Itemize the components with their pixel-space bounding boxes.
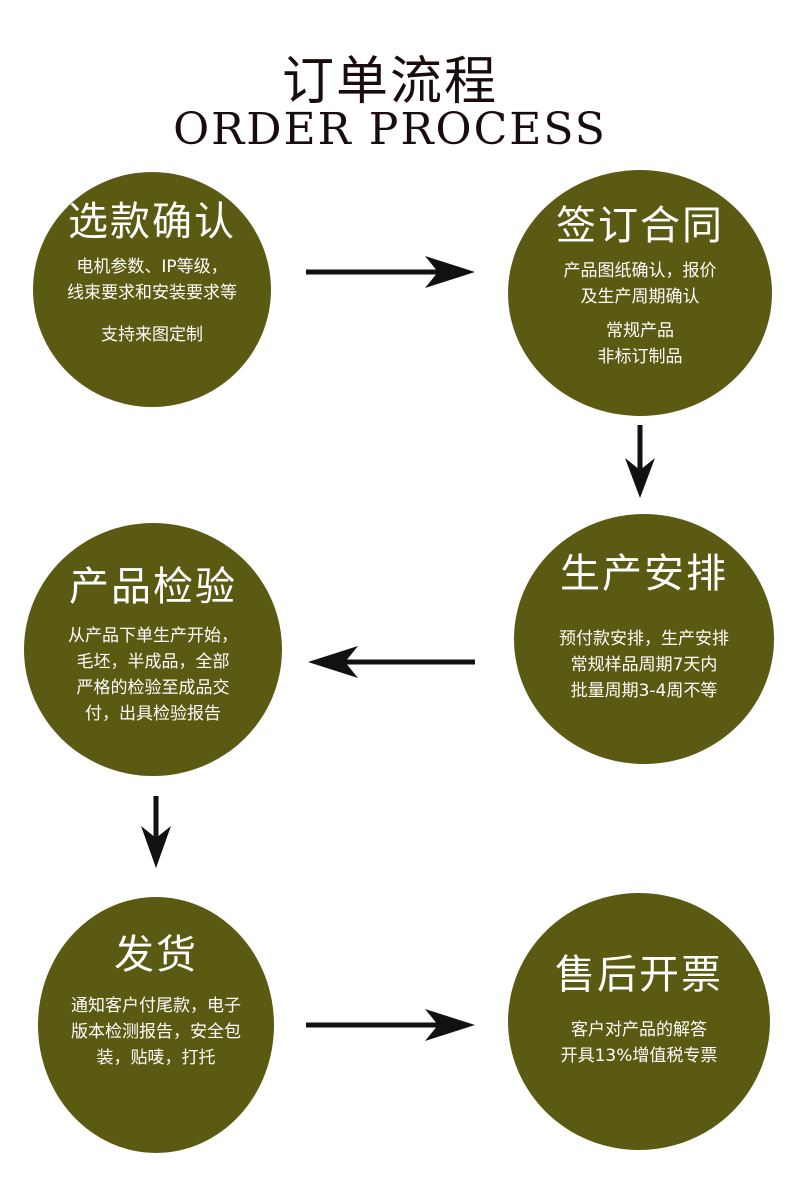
step-line: 从产品下单生产开始， xyxy=(68,626,238,646)
arrow-right-icon xyxy=(306,1009,475,1041)
step-line: 预付款安排，生产安排 xyxy=(559,629,729,649)
step-title: 选款确认 xyxy=(68,199,236,245)
step-line: 及生产周期确认 xyxy=(580,287,700,307)
step-line: 批量周期3-4周不等 xyxy=(570,681,718,701)
step-line: 常规产品 xyxy=(606,321,674,341)
arrow-down-icon xyxy=(141,796,171,868)
step-line: 装，贴唛，打托 xyxy=(96,1048,216,1068)
step-line: 版本检测报告，安全包 xyxy=(71,1022,241,1042)
step-description: 产品图纸确认，报价 及生产周期确认 常规产品 非标订制品 xyxy=(508,258,772,370)
arrow-left-icon xyxy=(308,646,475,678)
step-line: 线束要求和安装要求等 xyxy=(67,283,237,303)
step-line: 严格的检验至成品交 xyxy=(76,678,230,698)
step-line: 支持来图定制 xyxy=(101,325,203,345)
step-circle-after-sales-invoice: 售后开票 客户对产品的解答 开具13%增值税专票 xyxy=(508,893,770,1150)
step-description: 预付款安排，生产安排 常规样品周期7天内 批量周期3-4周不等 xyxy=(514,626,774,704)
arrow-right-icon xyxy=(306,256,475,288)
step-line: 常规样品周期7天内 xyxy=(570,655,718,675)
step-circle-production: 生产安排 预付款安排，生产安排 常规样品周期7天内 批量周期3-4周不等 xyxy=(514,514,774,764)
step-line: 付，出具检验报告 xyxy=(85,704,221,724)
step-line: 产品图纸确认，报价 xyxy=(563,261,717,281)
step-line: 电机参数、IP等级， xyxy=(76,257,228,277)
step-description: 客户对产品的解答 开具13%增值税专票 xyxy=(508,1017,770,1069)
step-circle-shipping: 发货 通知客户付尾款，电子 版本检测报告，安全包 装，贴唛，打托 xyxy=(38,897,274,1153)
arrow-down-icon xyxy=(625,425,655,498)
step-circle-select-confirm: 选款确认 电机参数、IP等级， 线束要求和安装要求等 支持来图定制 xyxy=(33,172,271,407)
step-line: 客户对产品的解答 xyxy=(571,1020,707,1040)
step-line: 开具13%增值税专票 xyxy=(560,1046,718,1066)
step-title: 发货 xyxy=(114,932,198,978)
step-line: 毛坯，半成品，全部 xyxy=(76,652,230,672)
title-english: ORDER PROCESS xyxy=(173,104,607,155)
step-circle-sign-contract: 签订合同 产品图纸确认，报价 及生产周期确认 常规产品 非标订制品 xyxy=(508,170,772,416)
step-line: 非标订制品 xyxy=(597,347,683,367)
step-title: 售后开票 xyxy=(555,952,723,998)
step-line: 通知客户付尾款，电子 xyxy=(71,996,241,1016)
step-circle-inspection: 产品检验 从产品下单生产开始， 毛坯，半成品，全部 严格的检验至成品交 付，出具… xyxy=(24,523,282,776)
step-description: 从产品下单生产开始， 毛坯，半成品，全部 严格的检验至成品交 付，出具检验报告 xyxy=(24,623,282,727)
step-description: 电机参数、IP等级， 线束要求和安装要求等 支持来图定制 xyxy=(33,254,271,348)
step-title: 签订合同 xyxy=(556,203,724,249)
step-title: 生产安排 xyxy=(560,551,728,597)
title-chinese: 订单流程 xyxy=(281,52,498,112)
step-description: 通知客户付尾款，电子 版本检测报告，安全包 装，贴唛，打托 xyxy=(38,993,274,1071)
step-title: 产品检验 xyxy=(69,564,237,610)
